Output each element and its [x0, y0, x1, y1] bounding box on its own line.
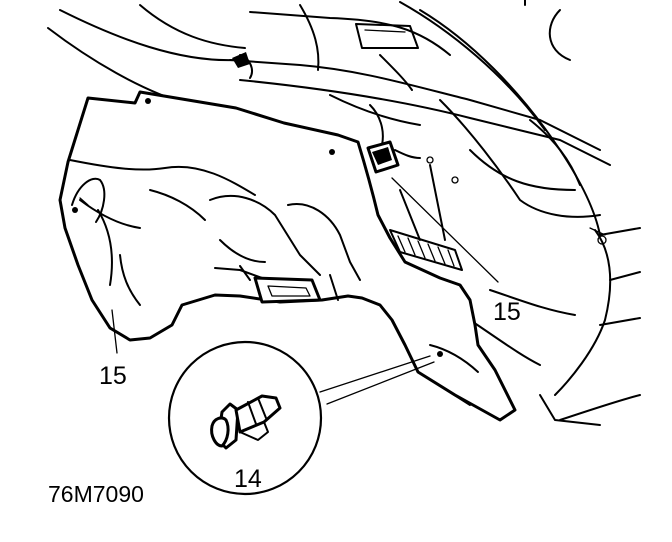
trim-panel [58, 90, 517, 422]
leader-lines [111, 177, 499, 405]
callout-label-clip: 14 [234, 465, 262, 493]
clip-detail-inset [167, 340, 323, 496]
figure-reference-code: 76M7090 [48, 481, 144, 507]
wiring-connector [232, 52, 421, 174]
vehicle-body-structure [47, 0, 641, 426]
callout-label-panel-left: 15 [99, 362, 127, 390]
callout-label-panel-right: 15 [493, 298, 521, 326]
push-clip-icon [210, 394, 282, 450]
